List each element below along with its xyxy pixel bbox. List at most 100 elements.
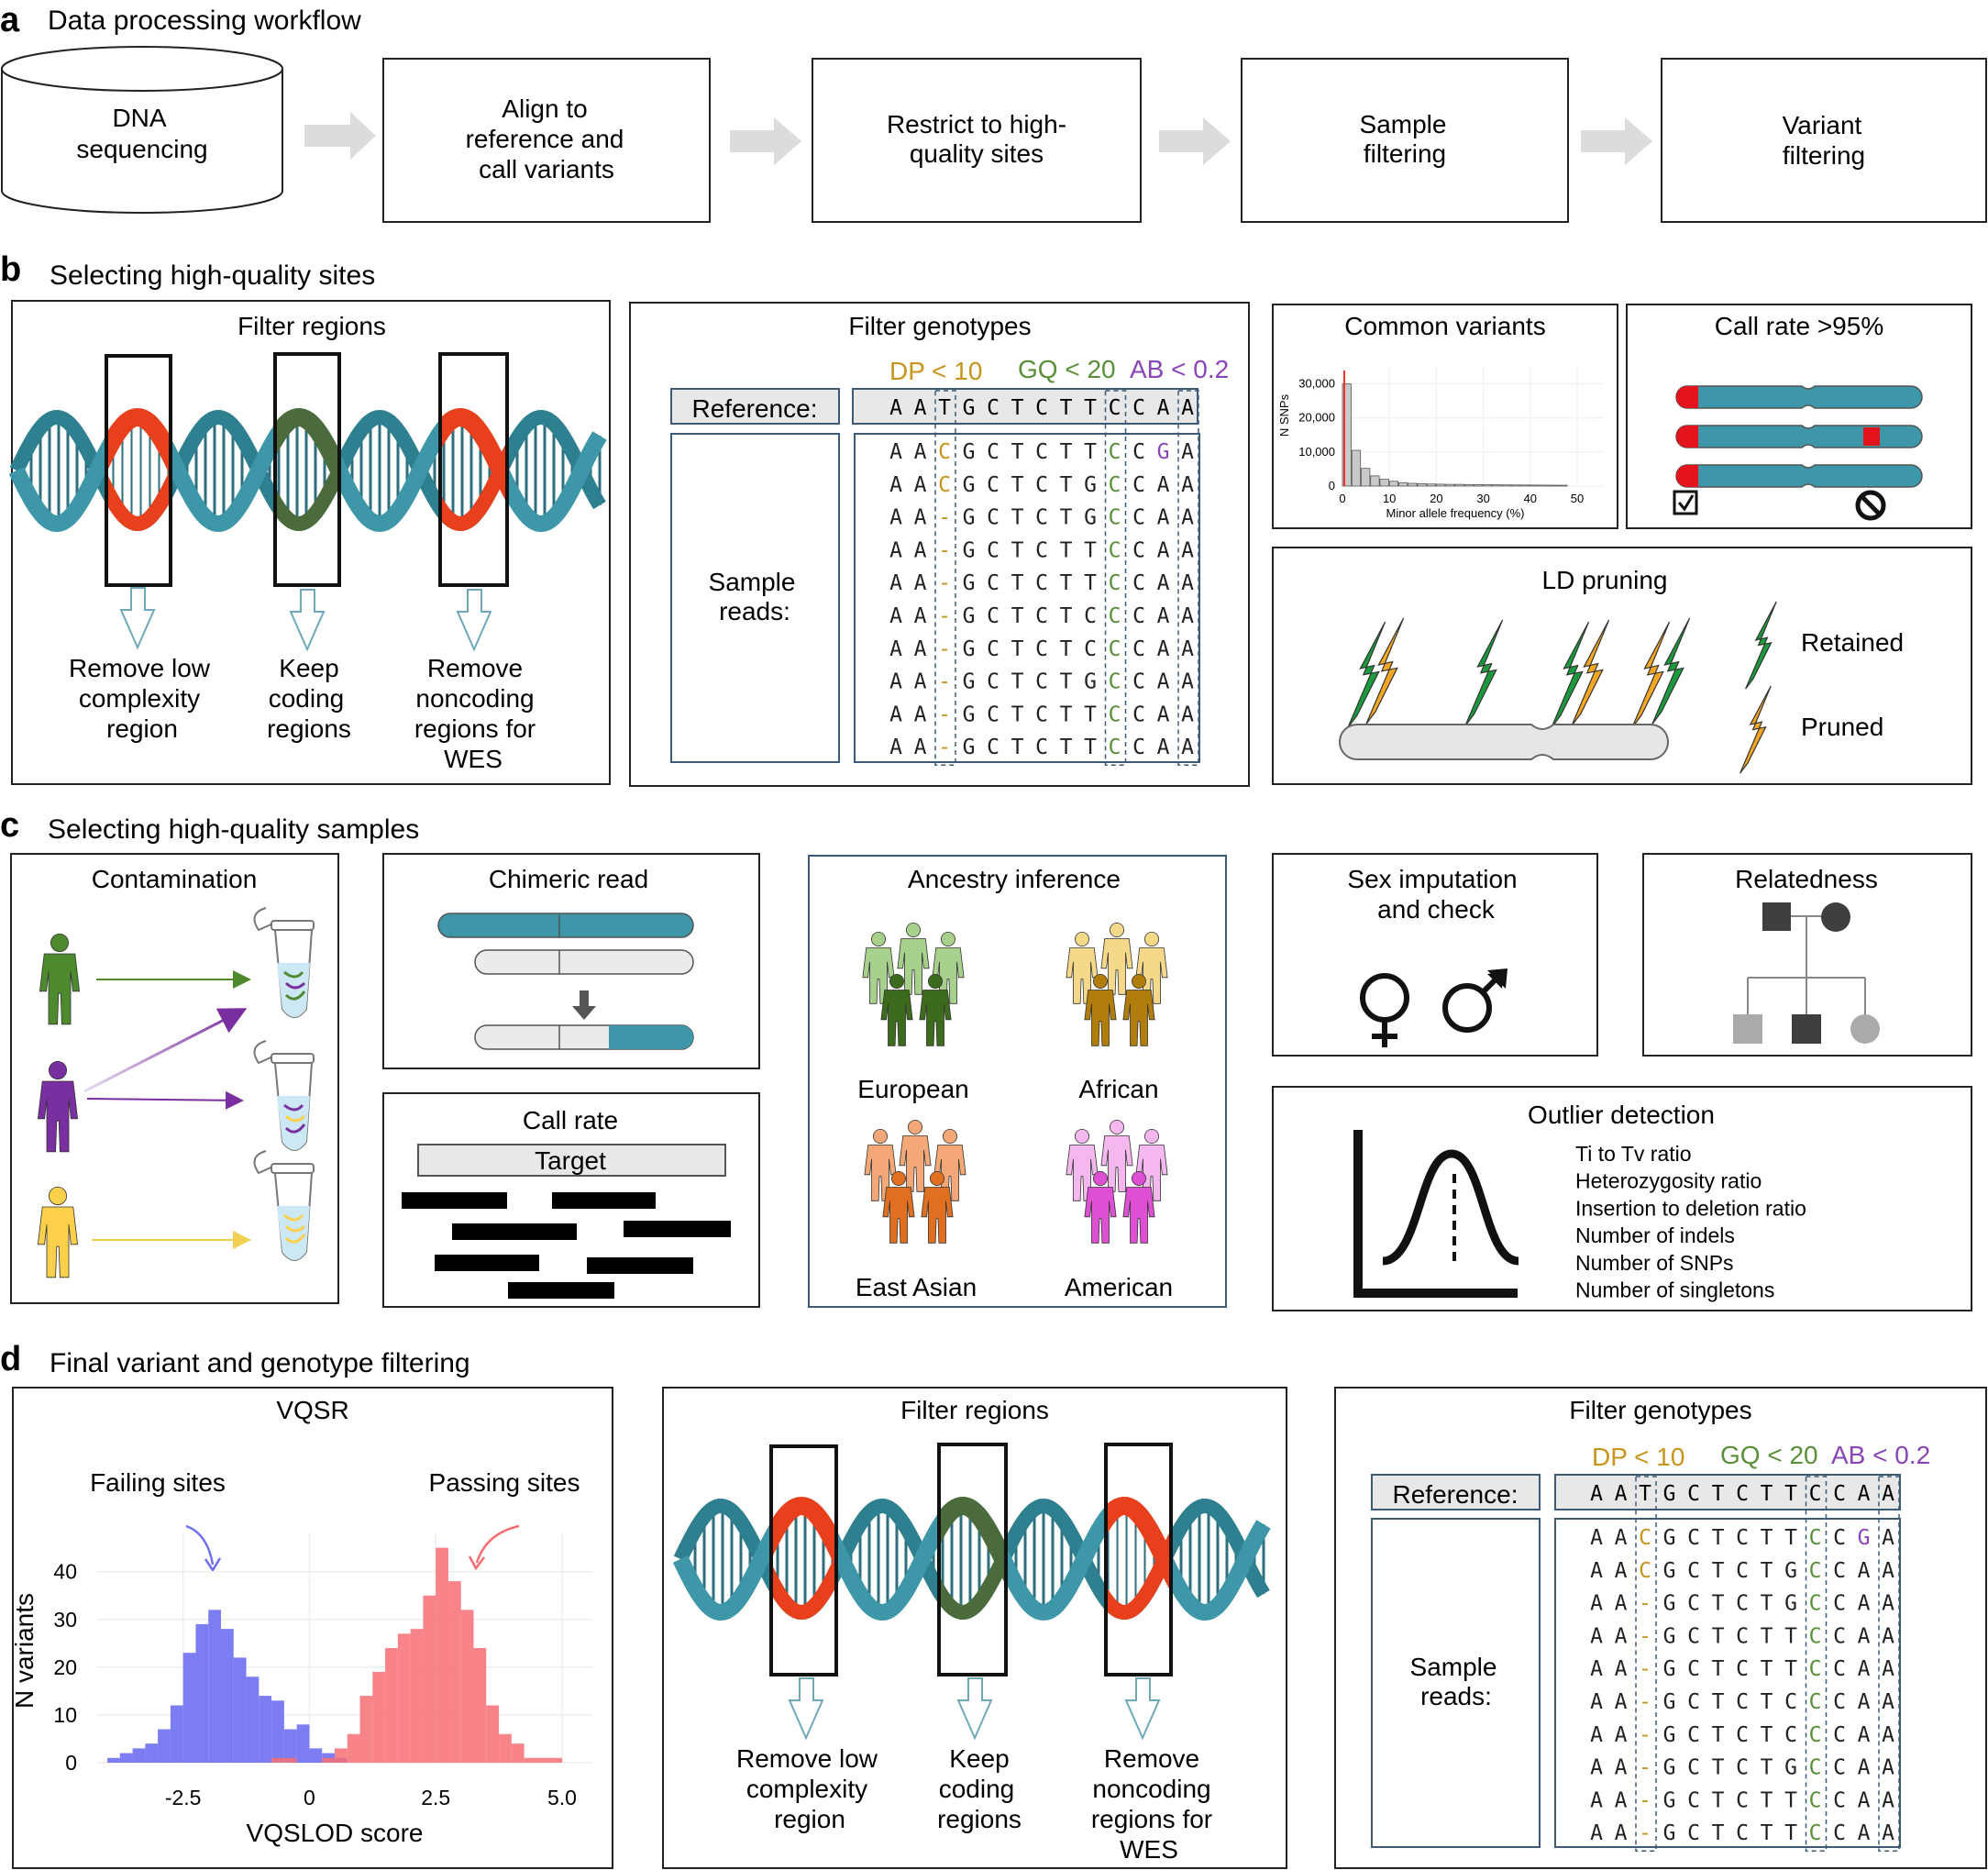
vqsr-ytick: 30 — [53, 1608, 77, 1632]
filter-column — [1805, 1476, 1828, 1852]
read-base: T — [1060, 440, 1075, 464]
read-base: C — [1132, 440, 1147, 464]
read-base: A — [914, 703, 929, 726]
step-2-box — [382, 58, 711, 223]
read-base: T — [1011, 703, 1026, 726]
outlier-item: Number of indels — [1575, 1223, 1735, 1247]
tube-icon — [253, 1150, 315, 1261]
person-icon — [1122, 1171, 1155, 1244]
maf-xtick: 0 — [1339, 492, 1345, 505]
read-base: A — [914, 538, 929, 562]
read-base: G — [1858, 1526, 1872, 1550]
vqsr-xtick: -2.5 — [165, 1786, 202, 1809]
read-base: T — [1784, 1821, 1799, 1845]
read-base: A — [1615, 1788, 1629, 1812]
read-base: C — [1809, 1657, 1824, 1681]
ld-pruning-title: LD pruning — [1542, 566, 1668, 594]
read-base: C — [1035, 473, 1050, 497]
read-base: G — [963, 473, 977, 497]
read-base: C — [1809, 1559, 1824, 1583]
d-dna-helix — [672, 1496, 1271, 1621]
b-filter-regions-title: Filter regions — [237, 312, 386, 340]
read-base: C — [1736, 1559, 1751, 1583]
read-base: T — [1761, 1559, 1775, 1583]
check-icon — [1673, 490, 1698, 515]
female-icon — [1360, 973, 1409, 1047]
read-base: A — [1181, 506, 1196, 530]
reference-base: T — [1761, 1482, 1775, 1506]
maf-bar — [1483, 484, 1493, 487]
reference-base: T — [1712, 1482, 1727, 1506]
pruned-bolt-icon — [1631, 621, 1671, 728]
read-base: C — [987, 571, 1001, 595]
read-base: C — [1084, 604, 1099, 628]
d-sample-label-line-1: Sample — [1410, 1653, 1497, 1681]
chromosome-row — [1675, 464, 1923, 488]
b-label-3-line-3: regions for — [414, 714, 536, 743]
workflow-arrows — [304, 112, 1652, 165]
maf-bar — [1426, 483, 1437, 487]
b-filter-regions-box — [11, 300, 611, 785]
reference-base: T — [1639, 1482, 1653, 1506]
maf-bar — [1342, 383, 1352, 487]
sex-title-line-1: Sex imputation — [1347, 865, 1517, 893]
read-base: C — [1687, 1559, 1702, 1583]
maf-bar — [1454, 483, 1464, 487]
read-base: C — [1035, 604, 1050, 628]
filter-column — [1104, 390, 1127, 766]
read-base: C — [1035, 538, 1050, 562]
read-base: T — [1011, 571, 1026, 595]
read-base: - — [938, 637, 953, 661]
reference-base: C — [1809, 1482, 1824, 1506]
read-base: A — [1858, 1788, 1872, 1812]
maf-bar — [1436, 483, 1446, 487]
read-base: A — [1181, 637, 1196, 661]
person-icon — [880, 974, 913, 1046]
b-ab-label: AB < 0.2 — [1130, 355, 1229, 383]
read-base: A — [1858, 1624, 1872, 1648]
step-2-line-1: Align to — [502, 94, 587, 123]
read-base: A — [1181, 670, 1196, 694]
read-base: A — [1882, 1559, 1896, 1583]
read-base: A — [914, 473, 929, 497]
vqsr-xtick: 2.5 — [421, 1786, 450, 1809]
read-base: C — [1109, 670, 1123, 694]
outlier-item: Insertion to deletion ratio — [1575, 1196, 1806, 1220]
read-base: C — [987, 440, 1001, 464]
read-base: C — [1035, 506, 1050, 530]
ancestry-label-american: American — [1065, 1273, 1173, 1301]
read-base: C — [1035, 571, 1050, 595]
d-sample-label-box — [1371, 1518, 1541, 1848]
ancestry-label-african: African — [1078, 1075, 1158, 1103]
read-base: C — [987, 637, 1001, 661]
read-base: A — [914, 637, 929, 661]
vqsr-ytick: 40 — [53, 1560, 77, 1584]
retained-bolt-icon — [1551, 621, 1590, 728]
male-icon — [1442, 968, 1508, 1033]
read-base: A — [1181, 473, 1196, 497]
panel-d-letter: d — [0, 1340, 21, 1378]
read-base: T — [1011, 473, 1026, 497]
b-label-2-line-2: coding — [269, 684, 345, 713]
d-label-2-line-2: coding — [939, 1775, 1015, 1803]
read-base: T — [1011, 506, 1026, 530]
pass-bar — [436, 1547, 448, 1763]
read-base: A — [914, 736, 929, 759]
read-base: C — [1084, 637, 1099, 661]
maf-bar — [1492, 484, 1502, 487]
read-base: T — [1761, 1821, 1775, 1845]
person-icon — [1100, 923, 1133, 995]
b-label-1-line-2: complexity — [79, 684, 200, 713]
d-label-1-line-1: Remove low — [736, 1744, 878, 1773]
read-base: - — [938, 703, 953, 726]
read-base: A — [889, 703, 904, 726]
read-base: A — [889, 571, 904, 595]
maf-ylabel: N SNPs — [1277, 393, 1291, 437]
b-reads-box — [854, 433, 1200, 763]
passing-sites-label: Passing sites — [429, 1468, 580, 1497]
pass-bar — [397, 1633, 411, 1763]
read-base: C — [1639, 1559, 1653, 1583]
read-base: T — [1060, 670, 1075, 694]
